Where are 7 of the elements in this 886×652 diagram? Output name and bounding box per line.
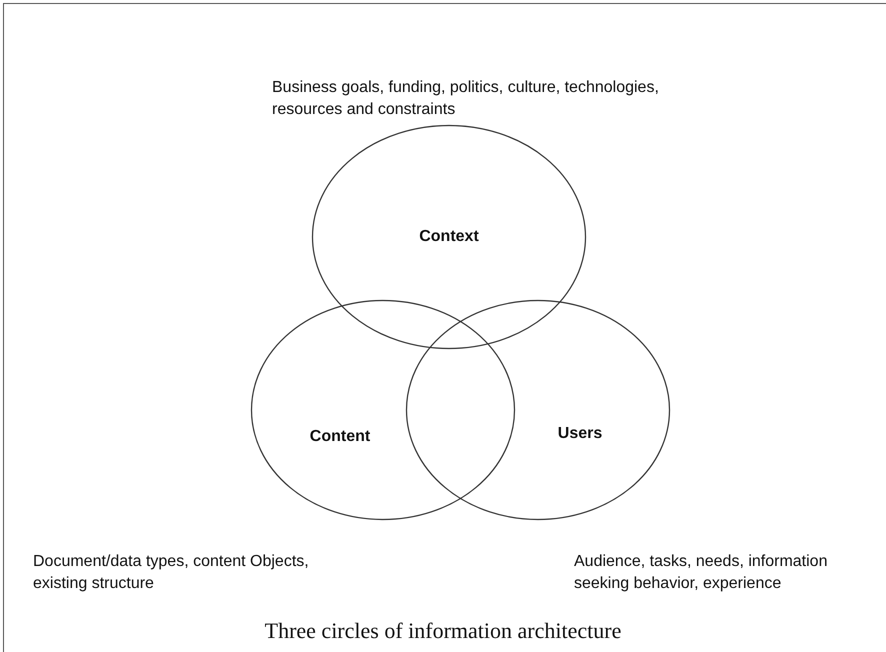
circle-label: Users bbox=[558, 425, 602, 443]
circle-label: Context bbox=[419, 228, 479, 246]
circle-label: Content bbox=[310, 428, 370, 446]
caption: Three circles of information architecture bbox=[264, 618, 622, 644]
description-text: Document/data types, content Objects, existing structure bbox=[33, 552, 310, 594]
description-text: Business goals, funding, politics, culture, technologies, resources and constraints bbox=[272, 78, 660, 120]
description-text: Audience, tasks, needs, information seeking behavior, experience bbox=[574, 552, 828, 594]
